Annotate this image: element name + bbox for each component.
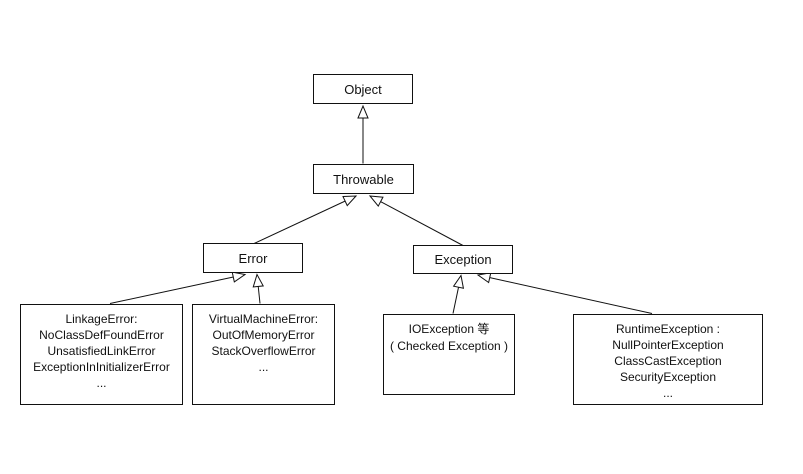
inheritance-line-exception-throwable (368, 195, 464, 246)
class-box-linkage-error: LinkageError: NoClassDefFoundError Unsat… (20, 304, 183, 405)
class-text-line: SecurityException (619, 370, 717, 384)
class-text-line: OutOfMemoryError (212, 328, 315, 342)
class-text-line: UnsatisfiedLinkError (47, 344, 156, 358)
class-text-line: RuntimeException : (615, 322, 721, 336)
class-text-line: NoClassDefFoundError (39, 328, 164, 342)
class-label-object: Object (344, 81, 382, 97)
inheritance-line-vm-error (252, 273, 265, 304)
class-text-line: StackOverflowError (211, 344, 316, 358)
inheritance-line-runtime-exception (476, 272, 653, 314)
class-label-exception: Exception (434, 252, 492, 267)
inheritance-line-error-throwable (252, 195, 358, 245)
class-text-line: ... (96, 376, 107, 390)
class-box-runtime-exception: RuntimeException : NullPointerException … (573, 314, 763, 405)
inheritance-line-linkage-error (109, 271, 247, 304)
class-text-line: IOException 等 (408, 322, 490, 336)
class-label-error: Error (238, 250, 268, 266)
class-text-line: VirtualMachineError: (208, 312, 319, 326)
class-label-throwable: Throwable (333, 171, 394, 187)
class-box-exception: Exception (413, 245, 513, 274)
class-box-error: Error (203, 243, 303, 273)
class-box-throwable: Throwable (313, 164, 414, 194)
class-box-object: Object (313, 74, 413, 104)
class-text-line: ( Checked Exception ) (389, 339, 509, 353)
class-box-virtual-machine-error: VirtualMachineError: OutOfMemoryError St… (192, 304, 335, 405)
class-box-io-exception: IOException 等 ( Checked Exception ) (383, 314, 515, 395)
class-text-line: ExceptionInInitializerError (33, 360, 170, 374)
class-text-line: NullPointerException (612, 338, 724, 352)
class-text-line: ... (258, 360, 269, 374)
class-text-line: ... (662, 386, 673, 400)
class-text-line: ClassCastException (614, 354, 722, 368)
inheritance-line-io-exception (452, 274, 465, 314)
class-text-line: LinkageError: (65, 312, 138, 326)
